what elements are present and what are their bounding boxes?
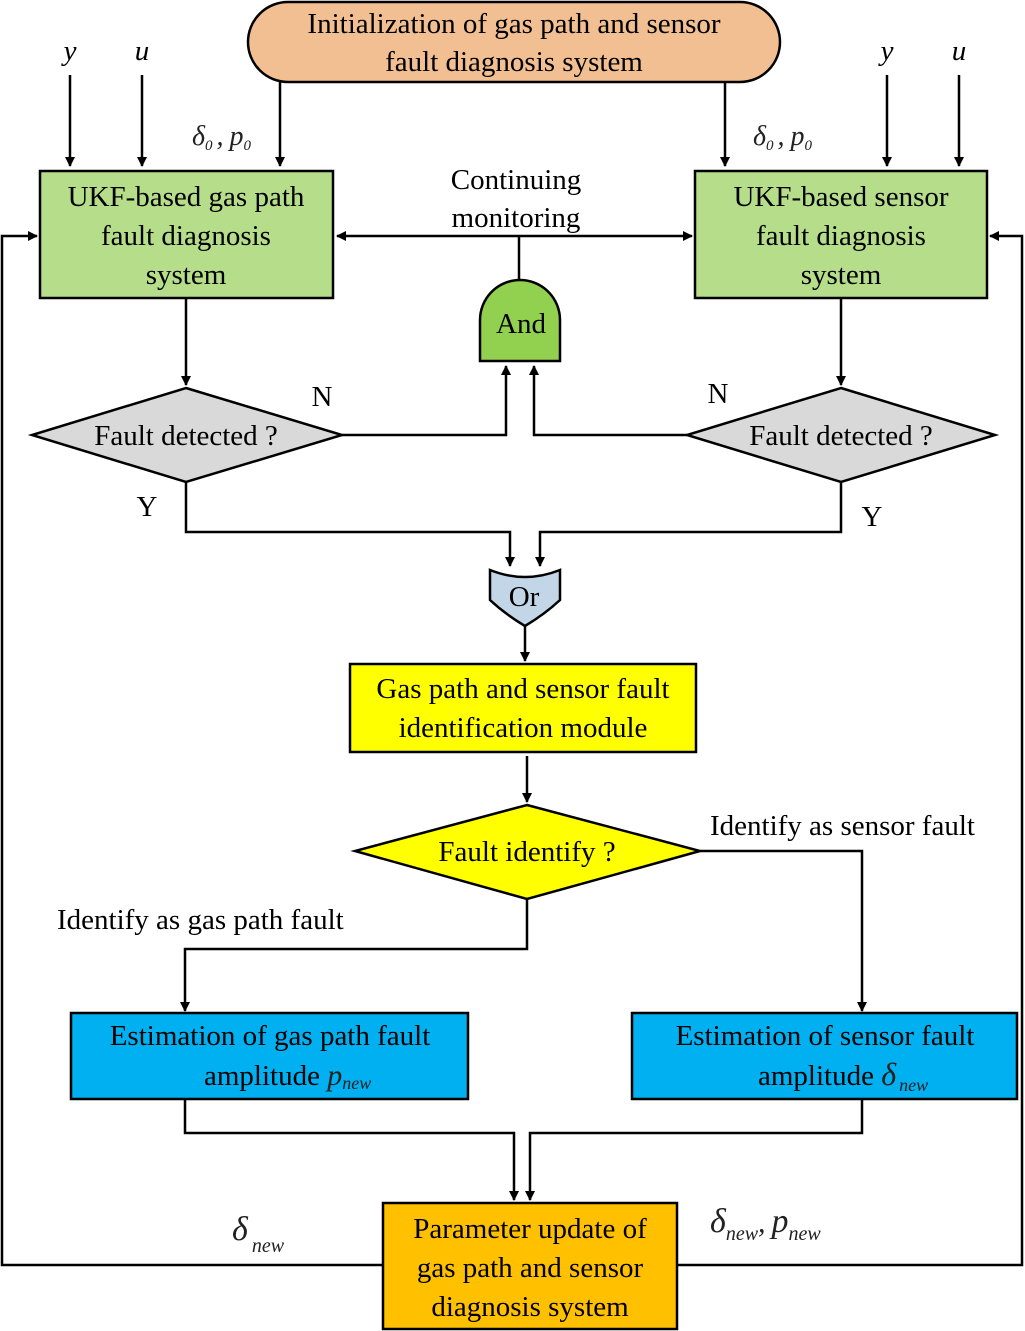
label-y-left: y [61, 35, 77, 67]
or-gate-shape [488, 568, 562, 628]
and-gate-shape [478, 278, 562, 363]
estimation-gas-shape [69, 1011, 470, 1101]
detect-left-diamond: Fault detected ? [27, 386, 347, 484]
estimation-gas-word: amplitude [204, 1060, 320, 1092]
arrow-n-left-to-and [342, 365, 511, 437]
identification-box: Gas path and sensor fault identification… [348, 662, 698, 754]
p0-symbol: p [789, 121, 805, 152]
update-line1: Parameter update of [413, 1213, 647, 1245]
p-subscript: new [342, 1073, 371, 1093]
p-new-subscript: new [789, 1223, 822, 1245]
estimation-sensor-line1: Estimation of sensor fault [676, 1020, 975, 1052]
label-n-left: N [312, 381, 333, 413]
delta0-subscript: 0 [766, 138, 774, 154]
p0-symbol: p [228, 121, 244, 152]
init-label-line2: fault diagnosis system [385, 46, 643, 78]
estimation-gas-line1: Estimation of gas path fault [110, 1020, 431, 1052]
delta0-symbol: δ [753, 121, 767, 152]
ukf-sensor-line3: system [801, 259, 882, 291]
label-y-branch-right: Y [862, 501, 883, 533]
identify-label: Fault identify ? [438, 836, 615, 868]
ukf-sensor-line2: fault diagnosis [756, 220, 926, 252]
and-gate: And [478, 278, 562, 363]
update-box: Parameter update of gas path and sensor … [381, 1201, 679, 1331]
update-line2: gas path and sensor [417, 1252, 644, 1284]
p0-subscript: 0 [244, 138, 252, 154]
arrow-feedback-left [0, 231, 383, 1267]
label-continuing: Continuing [451, 164, 582, 196]
update-line3: diagnosis system [431, 1291, 629, 1323]
label-y-right: y [878, 35, 894, 67]
and-gate-label: And [496, 308, 546, 340]
detect-left-shape [27, 386, 347, 484]
delta-new-symbol: δ [232, 1211, 249, 1248]
feedback-right-label: δnew,pnew [710, 1203, 821, 1245]
label-identify-gas: Identify as gas path fault [57, 904, 344, 936]
sep: , [758, 1206, 766, 1239]
p0-subscript: 0 [805, 138, 813, 154]
delta-new-symbol: δ [710, 1203, 727, 1240]
sep: , [778, 121, 785, 152]
identification-line2: identification module [399, 712, 648, 744]
arrow-feedback-right [677, 231, 1024, 1267]
detect-right-label: Fault detected ? [749, 420, 933, 452]
delta-symbol: δ [881, 1056, 897, 1092]
label-identify-sensor: Identify as sensor fault [710, 810, 975, 842]
label-y-branch-left: Y [137, 491, 158, 523]
detect-right-shape [682, 386, 1000, 484]
or-gate: Or [488, 568, 562, 628]
arrow-identify-sensor [700, 849, 867, 1012]
identify-shape [350, 803, 705, 901]
init-label-line1: Initialization of gas path and sensor [307, 8, 720, 40]
or-gate-label: Or [509, 581, 540, 613]
estimation-sensor-shape [630, 1011, 1019, 1101]
p-symbol: p [325, 1059, 342, 1092]
detect-right-diamond: Fault detected ? [682, 386, 1000, 484]
label-u-right: u [952, 35, 967, 67]
label-n-right: N [708, 378, 729, 410]
init-terminal: Initialization of gas path and sensor fa… [246, 0, 782, 84]
label-u-left: u [135, 35, 150, 67]
delta-new-subscript: new [252, 1235, 285, 1257]
ukf-gas-line2: fault diagnosis [101, 220, 271, 252]
sep: , [217, 121, 224, 152]
arrow-identify-gas [180, 899, 529, 1012]
ukf-sensor-box: UKF-based sensor fault diagnosis system [693, 169, 989, 300]
delta-subscript: new [899, 1075, 928, 1095]
detect-left-label: Fault detected ? [94, 420, 278, 452]
estimation-gas-box: Estimation of gas path fault amplitude p… [69, 1011, 470, 1101]
delta0-symbol: δ [192, 121, 206, 152]
arrow-n-right-to-and [529, 365, 687, 437]
arrow-est-sensor-to-update [525, 1100, 864, 1201]
ukf-gas-line1: UKF-based gas path [68, 181, 305, 213]
ukf-gas-shape [38, 169, 335, 300]
identification-shape [348, 662, 698, 754]
arrow-y-left-to-or [184, 482, 515, 567]
estimation-gas-line2: amplitude pnew [204, 1059, 371, 1093]
identification-line1: Gas path and sensor fault [376, 673, 669, 705]
label-monitoring: monitoring [452, 202, 581, 234]
delta0-subscript: 0 [205, 138, 213, 154]
connectors [0, 75, 1024, 1267]
ukf-gas-box: UKF-based gas path fault diagnosis syste… [38, 169, 335, 300]
update-shape [381, 1201, 679, 1331]
arrow-y-right-to-or [535, 482, 843, 567]
p-new-symbol: p [770, 1203, 789, 1240]
estimation-sensor-word: amplitude [758, 1060, 874, 1092]
ukf-gas-line3: system [146, 259, 227, 291]
arrow-est-gas-to-update [183, 1100, 519, 1201]
init-params-left: δ0,p0 [192, 121, 252, 154]
identify-diamond: Fault identify ? [350, 803, 705, 901]
init-params-right: δ0,p0 [753, 121, 813, 154]
init-terminal-shape [246, 0, 782, 84]
ukf-sensor-line1: UKF-based sensor [733, 181, 948, 213]
ukf-sensor-shape [693, 169, 989, 300]
delta-new-subscript: new [726, 1223, 759, 1245]
